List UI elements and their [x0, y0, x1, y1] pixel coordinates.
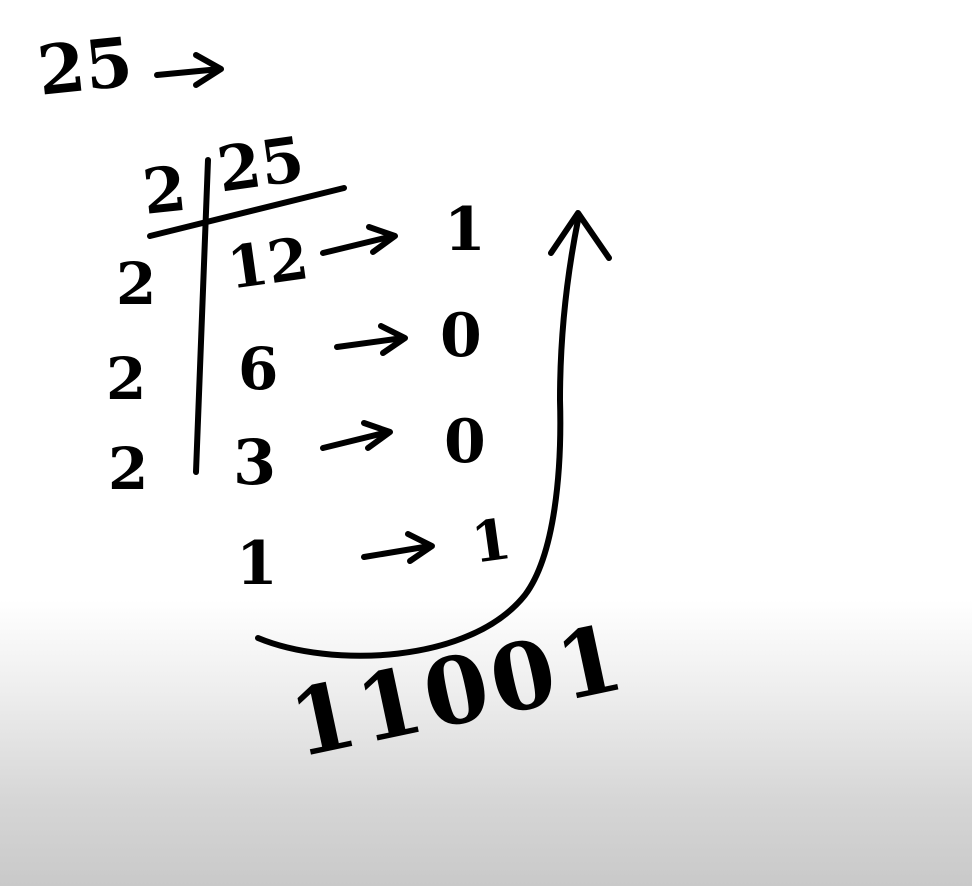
row-1-remainder: 1 — [444, 195, 486, 265]
row-4-arrow-icon — [361, 531, 435, 564]
row-3-quotient: 3 — [233, 426, 277, 499]
heading-number: 25 — [33, 22, 137, 112]
read-up-arrowhead-icon — [548, 210, 612, 261]
dividend: 25 — [212, 122, 309, 207]
row-2-arrow-icon — [334, 323, 408, 356]
row-4-remainder: 1 — [467, 505, 516, 577]
division-bar-vertical — [193, 157, 211, 475]
row-1-quotient: 12 — [223, 224, 313, 303]
row-2-divisor: 2 — [106, 345, 147, 413]
row-3-remainder: 0 — [444, 407, 486, 477]
row-2-quotient: 6 — [238, 335, 279, 403]
row-3-arrow-icon — [320, 420, 393, 451]
row-4-quotient: 1 — [236, 529, 278, 599]
divisor: 2 — [139, 151, 190, 229]
read-up-curve — [255, 217, 581, 659]
row-1-divisor: 2 — [116, 250, 157, 318]
row-1-arrow-icon — [320, 224, 398, 256]
row-2-remainder: 0 — [440, 301, 482, 371]
row-3-divisor: 2 — [108, 435, 149, 503]
heading-arrow-icon — [154, 52, 224, 88]
division-bar-horizontal — [147, 185, 347, 239]
